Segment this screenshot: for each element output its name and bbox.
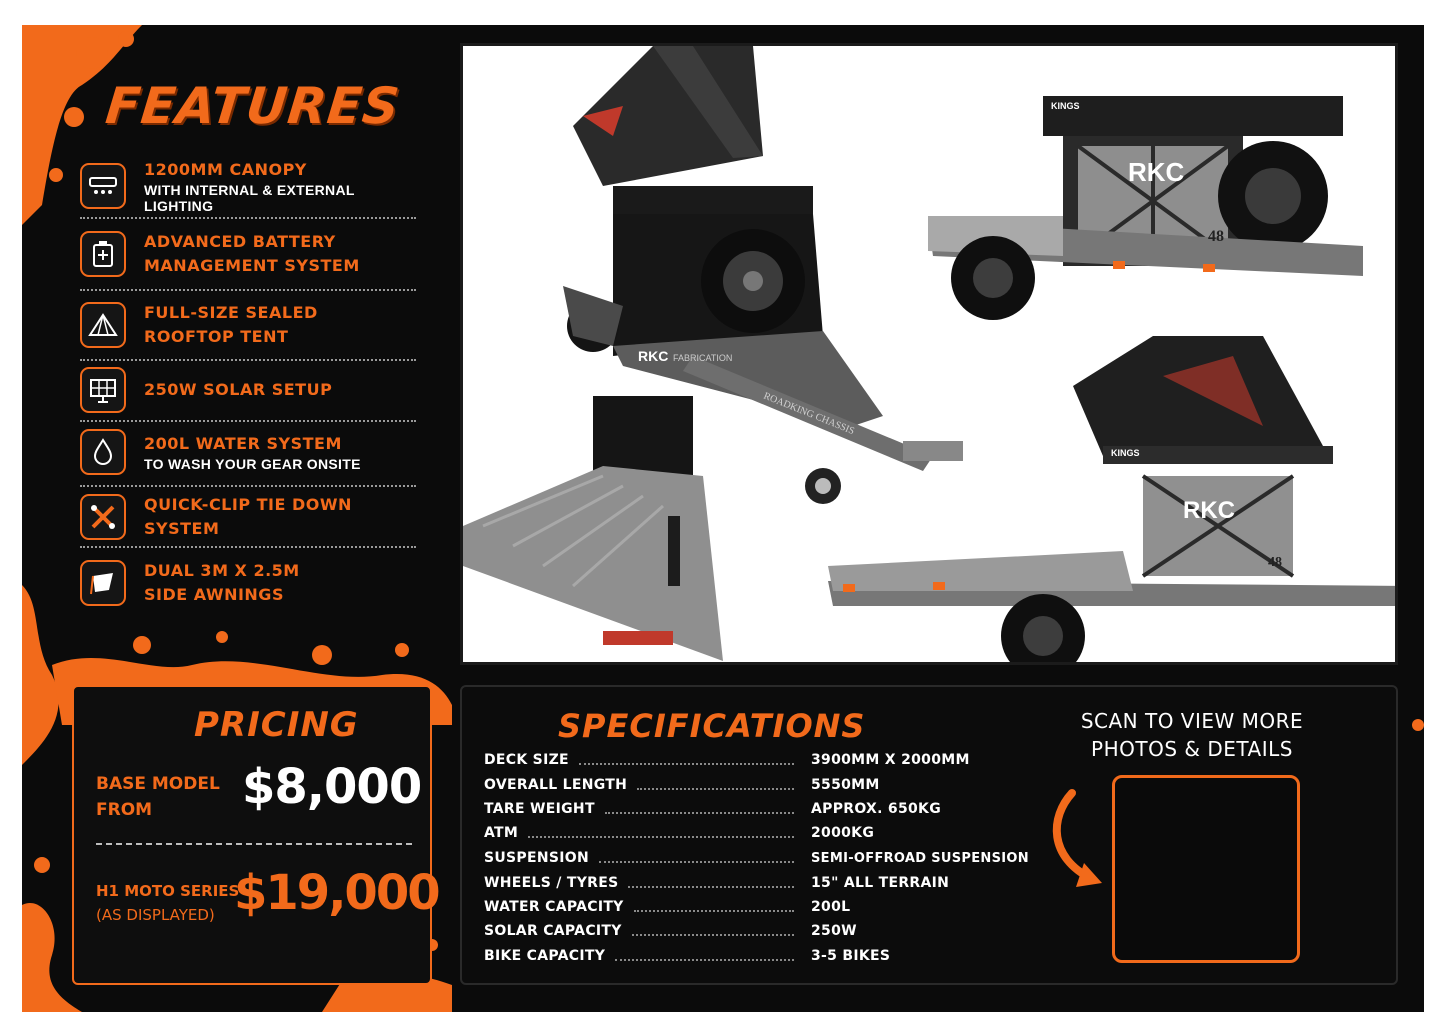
feature-tent-line1: FULL-SIZE SEALED — [144, 303, 318, 322]
base-model-from-label: FROM — [96, 800, 153, 820]
base-model-label: BASE MODEL — [96, 774, 220, 794]
spec-value: 3-5 BIKES — [811, 948, 891, 964]
spec-value: APPROX. 650KG — [811, 801, 941, 817]
h1-series-label: H1 MOTO SERIES — [96, 882, 240, 900]
feature-water-sub: TO WASH YOUR GEAR ONSITE — [144, 456, 361, 472]
trailer-deck-photo — [463, 396, 723, 661]
spec-row: TARE WEIGHT APPROX. 650KG — [484, 797, 1004, 821]
feature-solar: 250W SOLAR SETUP — [80, 367, 416, 413]
plate-number-rear: 48 — [1208, 228, 1224, 245]
h1-series-price: $19,000 — [234, 865, 441, 921]
spec-label: WATER CAPACITY — [484, 899, 624, 915]
trailer-side-photo: KINGS RKC 48 — [828, 336, 1395, 662]
feature-canopy-title: 1200MM CANOPY — [144, 160, 307, 179]
trailer-photo-collage: RKC FABRICATION ROADKING CHASSIS KINGS — [460, 43, 1398, 665]
rkc-side-logo: RKC — [1183, 497, 1235, 524]
trailer-fabrication-text: FABRICATION — [673, 353, 732, 363]
pricing-divider — [96, 843, 412, 845]
spec-label: BIKE CAPACITY — [484, 948, 606, 964]
solar-panel-icon — [80, 367, 126, 413]
feature-tent-line2: ROOFTOP TENT — [144, 327, 289, 346]
spec-label: WHEELS / TYRES — [484, 875, 619, 891]
feature-battery-line2: MANAGEMENT SYSTEM — [144, 256, 360, 275]
feature-awning: DUAL 3M X 2.5M SIDE AWNINGS — [80, 559, 416, 607]
pricing-panel: PRICING BASE MODEL FROM $8,000 H1 MOTO S… — [72, 685, 441, 985]
curved-arrow-icon — [1052, 789, 1102, 887]
scan-text-line2: PHOTOS & DETAILS — [1091, 737, 1293, 761]
spec-value: 250W — [811, 923, 857, 939]
spec-row: SOLAR CAPACITY 250W — [484, 919, 1004, 943]
battery-icon — [80, 231, 126, 277]
spec-label: ATM — [484, 825, 519, 841]
spec-value: 15" ALL TERRAIN — [811, 875, 950, 891]
feature-tiedown-title: QUICK-CLIP TIE DOWN SYSTEM — [144, 495, 352, 538]
awning-icon — [80, 560, 126, 606]
pricing-title: PRICING — [194, 705, 359, 745]
specifications-panel: SPECIFICATIONS SCAN TO VIEW MORE PHOTOS … — [460, 685, 1398, 985]
trailer-front-photo: RKC FABRICATION ROADKING CHASSIS — [563, 46, 963, 504]
feature-tent: FULL-SIZE SEALED ROOFTOP TENT — [80, 301, 416, 349]
scan-text-line1: SCAN TO VIEW MORE — [1080, 709, 1304, 733]
spec-row: ATM 2000KG — [484, 821, 1004, 845]
trailer-rear-photo: KINGS RKC 48 — [928, 96, 1363, 320]
feature-divider — [80, 420, 416, 422]
feature-awning-line2: SIDE AWNINGS — [144, 585, 284, 604]
feature-divider — [80, 546, 416, 548]
flyer-sheet: FEATURES 1200MM CANOPY WITH INTERNAL & E… — [22, 25, 1424, 1012]
spec-label: OVERALL LENGTH — [484, 777, 628, 793]
h1-displayed-label: (AS DISPLAYED) — [96, 906, 215, 924]
canopy-light-icon — [80, 163, 126, 209]
feature-battery-line1: ADVANCED BATTERY — [144, 232, 336, 251]
spec-label: SOLAR CAPACITY — [484, 923, 622, 939]
base-model-price: $8,000 — [242, 759, 422, 815]
feature-water: 200L WATER SYSTEM TO WASH YOUR GEAR ONSI… — [80, 429, 416, 475]
feature-divider — [80, 289, 416, 291]
spec-label: DECK SIZE — [484, 752, 569, 768]
feature-water-title: 200L WATER SYSTEM — [144, 434, 342, 453]
feature-awning-line1: DUAL 3M X 2.5M — [144, 561, 300, 580]
trailer-brand-text: RKC — [638, 348, 668, 364]
spec-qr-divider — [1032, 687, 1034, 983]
spec-row: WHEELS / TYRES 15" ALL TERRAIN — [484, 871, 1004, 895]
spec-value: SEMI-OFFROAD SUSPENSION — [811, 850, 1029, 866]
feature-canopy: 1200MM CANOPY WITH INTERNAL & EXTERNAL L… — [80, 158, 416, 214]
feature-canopy-sub: WITH INTERNAL & EXTERNAL LIGHTING — [144, 182, 355, 214]
spec-value: 3900MM X 2000MM — [811, 752, 970, 768]
kings-rear-text: KINGS — [1051, 101, 1080, 111]
spec-row: SUSPENSION SEMI-OFFROAD SUSPENSION — [484, 846, 1029, 870]
water-drop-icon — [80, 429, 126, 475]
feature-tiedown: QUICK-CLIP TIE DOWN SYSTEM — [80, 493, 416, 541]
feature-battery: ADVANCED BATTERY MANAGEMENT SYSTEM — [80, 230, 416, 278]
rkc-rear-logo: RKC — [1128, 157, 1185, 187]
specifications-title: SPECIFICATIONS — [558, 707, 866, 745]
tie-down-icon — [80, 494, 126, 540]
spec-row: DECK SIZE 3900MM X 2000MM — [484, 748, 1004, 772]
feature-solar-title: 250W SOLAR SETUP — [144, 380, 333, 399]
features-title: FEATURES — [102, 77, 403, 135]
spec-row: BIKE CAPACITY 3-5 BIKES — [484, 944, 1004, 968]
feature-divider — [80, 217, 416, 219]
tent-icon — [80, 302, 126, 348]
feature-divider — [80, 359, 416, 361]
spec-label: SUSPENSION — [484, 850, 589, 866]
spec-row: OVERALL LENGTH 5550MM — [484, 773, 1004, 797]
spec-value: 200L — [811, 899, 851, 915]
kings-side-text: KINGS — [1111, 448, 1140, 458]
qr-code-frame[interactable] — [1112, 775, 1300, 963]
trailer-photos-image: RKC FABRICATION ROADKING CHASSIS KINGS — [463, 46, 1395, 662]
spec-row: WATER CAPACITY 200L — [484, 895, 1004, 919]
spec-value: 5550MM — [811, 777, 880, 793]
spec-label: TARE WEIGHT — [484, 801, 595, 817]
spec-value: 2000KG — [811, 825, 875, 841]
plate-number-side: 48 — [1268, 555, 1282, 570]
feature-divider — [80, 485, 416, 487]
